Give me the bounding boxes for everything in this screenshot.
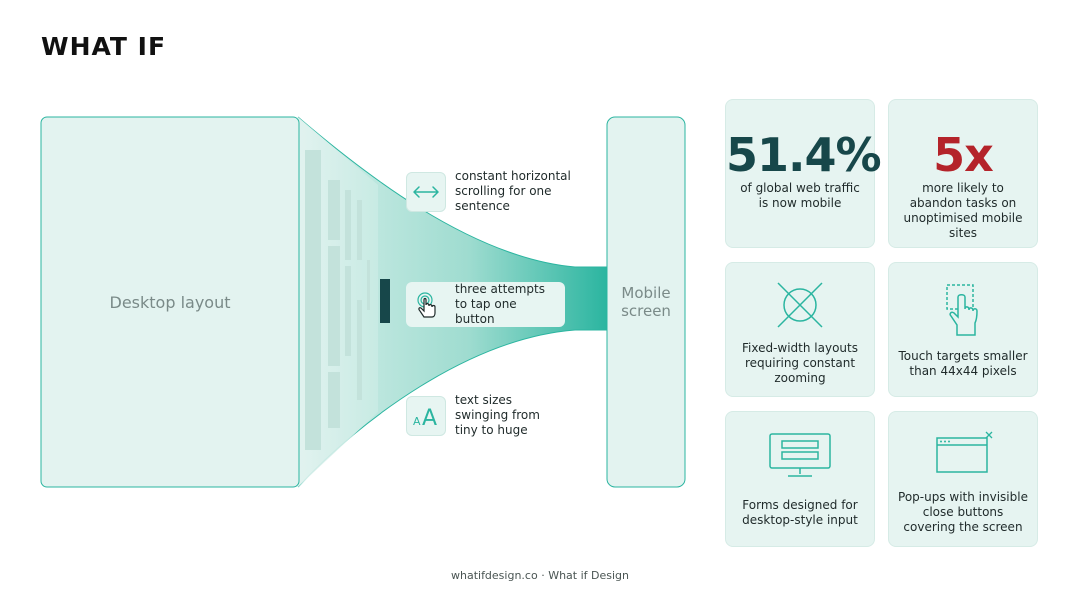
brand-logo: WHAT IF bbox=[41, 32, 167, 61]
mobile-screen-label: Mobile screen bbox=[621, 284, 671, 320]
crossed-circle-icon bbox=[726, 279, 874, 331]
card-caption: more likely to abandon tasks on unoptimi… bbox=[903, 181, 1023, 240]
card-touch-targets: Touch targets smaller than 44x44 pixels bbox=[888, 262, 1038, 397]
desktop-frame bbox=[40, 116, 300, 488]
stat-value: 51.4% bbox=[726, 128, 882, 182]
mobile-frame bbox=[606, 116, 686, 488]
text-size-icon: A A bbox=[406, 395, 446, 436]
card-caption: Touch targets smaller than 44x44 pixels bbox=[898, 349, 1028, 378]
desktop-content-blocks bbox=[305, 150, 370, 450]
card-caption: Pop-ups with invisible close buttons cov… bbox=[898, 490, 1028, 534]
popup-window-icon bbox=[889, 430, 1037, 476]
issue-text: constant horizontal scrolling for one se… bbox=[455, 169, 571, 213]
issue-tap-attempts: three attempts to tap one button bbox=[406, 282, 565, 327]
card-abandon-tasks: 5x more likely to abandon tasks on unopt… bbox=[888, 99, 1038, 248]
card-popups: Pop-ups with invisible close buttons cov… bbox=[888, 411, 1038, 547]
issue-text: text sizes swinging from tiny to huge bbox=[455, 393, 540, 437]
card-caption: Fixed-width layouts requiring constant z… bbox=[741, 341, 858, 385]
card-fixed-width: Fixed-width layouts requiring constant z… bbox=[725, 262, 875, 397]
card-caption: Forms designed for desktop-style input bbox=[742, 498, 858, 527]
horizontal-arrows-icon bbox=[406, 171, 446, 212]
issue-text-sizes: A A text sizes swinging from tiny to hug… bbox=[406, 393, 565, 438]
card-caption: of global web traffic is now mobile bbox=[740, 181, 860, 210]
svg-text:A: A bbox=[413, 415, 421, 428]
touch-target-icon bbox=[889, 283, 1037, 339]
monitor-form-icon bbox=[726, 432, 874, 478]
tap-hand-icon bbox=[406, 284, 446, 325]
svg-text:A: A bbox=[422, 406, 437, 429]
card-forms: Forms designed for desktop-style input bbox=[725, 411, 875, 547]
issue-horizontal-scrolling: constant horizontal scrolling for one se… bbox=[406, 169, 605, 214]
stat-value: 5x bbox=[933, 128, 994, 182]
desktop-dark-block bbox=[380, 279, 390, 323]
issue-text: three attempts to tap one button bbox=[455, 282, 545, 326]
card-web-traffic: 51.4% of global web traffic is now mobil… bbox=[725, 99, 882, 248]
desktop-layout-label: Desktop layout bbox=[109, 293, 231, 312]
footer-credit: whatifdesign.co · What if Design bbox=[450, 569, 629, 582]
